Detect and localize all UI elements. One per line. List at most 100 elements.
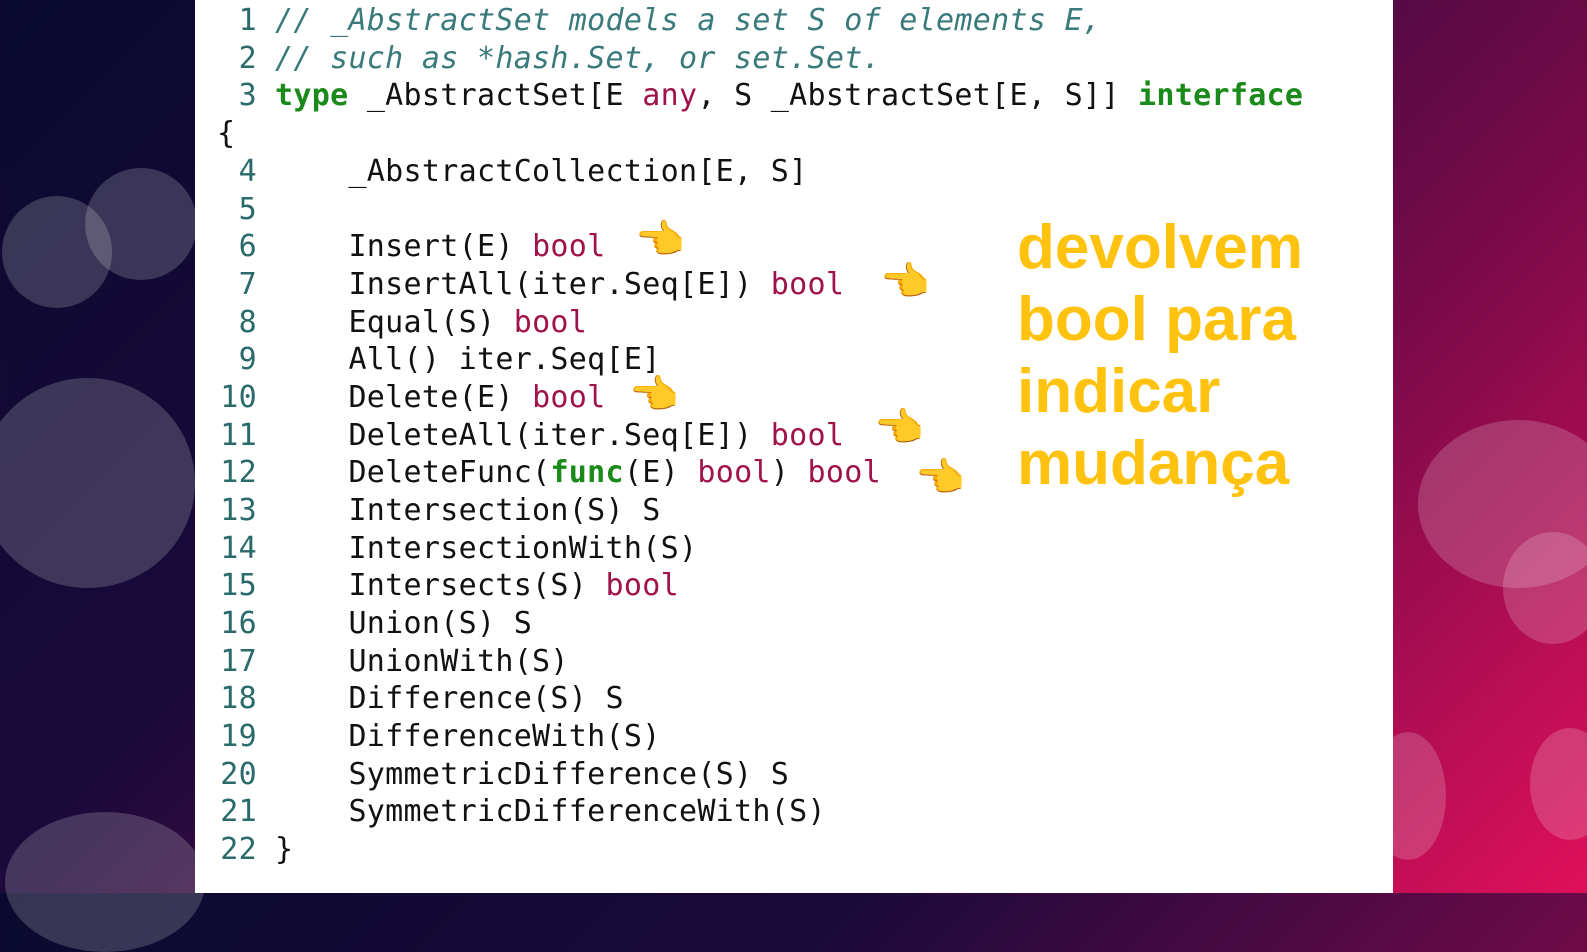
code-line: 10 Delete(E) bool	[217, 379, 606, 417]
type-bool: bool	[532, 229, 606, 264]
line-number: 18	[220, 681, 257, 716]
code-text: Difference(S) S	[275, 681, 624, 716]
callout-line: indicar	[1017, 357, 1221, 426]
line-number: 6	[238, 229, 257, 264]
line-number: 22	[220, 832, 257, 867]
keyword-interface: interface	[1138, 78, 1304, 113]
code-line: 22}	[217, 831, 293, 869]
line-number: 10	[220, 380, 257, 415]
background-bubble	[2, 196, 112, 308]
line-number: 20	[220, 757, 257, 792]
code-text: Intersection(S) S	[275, 493, 661, 528]
code-line: 4 _AbstractCollection[E, S]	[217, 153, 808, 191]
type-bool: bool	[770, 267, 845, 302]
code-text: _AbstractCollection[E, S]	[275, 154, 808, 189]
code-line: 2 // such as *hash.Set, or set.Set.	[217, 40, 881, 78]
code-comment: // _AbstractSet models a set S of elemen…	[275, 3, 1102, 38]
line-number: 9	[238, 342, 257, 377]
code-line: 16 Union(S) S	[217, 605, 532, 643]
code-text: _AbstractSet[E	[348, 78, 643, 113]
background-bubble	[0, 378, 195, 588]
line-number: 16	[220, 606, 257, 641]
type-bool: bool	[697, 455, 771, 490]
line-number: 13	[220, 493, 257, 528]
code-text: DeleteFunc(	[275, 455, 551, 490]
line-number: 12	[220, 455, 257, 490]
code-line: 17 UnionWith(S)	[217, 643, 569, 681]
code-line: 8 Equal(S) bool	[217, 304, 587, 342]
code-text: , S _AbstractSet[E, S]]	[697, 78, 1139, 113]
line-number: 14	[220, 531, 257, 566]
code-text: SymmetricDifference(S) S	[275, 757, 790, 792]
code-comment: // such as *hash.Set, or set.Set.	[275, 41, 881, 76]
code-line: 1 // _AbstractSet models a set S of eleme…	[217, 2, 1101, 40]
callout-line: bool para	[1017, 285, 1297, 354]
line-number: 21	[220, 794, 257, 829]
code-text: Insert(E)	[275, 229, 533, 264]
line-number: 2	[238, 41, 257, 76]
code-text: Delete(E)	[275, 380, 533, 415]
code-text: )	[770, 455, 808, 490]
code-line: 12 DeleteFunc(func(E) bool) bool	[217, 454, 881, 492]
line-number: 8	[238, 305, 257, 340]
background-bubble	[1503, 532, 1587, 644]
code-line: 18 Difference(S) S	[217, 680, 624, 718]
code-text: InsertAll(iter.Seq[E])	[275, 267, 771, 302]
background-bubble	[85, 168, 197, 280]
line-number: 4	[238, 154, 257, 189]
code-line: 7 InsertAll(iter.Seq[E]) bool	[217, 266, 844, 304]
pointing-hand-icon: 👈	[880, 259, 930, 305]
code-line: {	[159, 115, 235, 153]
code-text: Equal(S)	[275, 305, 514, 340]
type-any: any	[642, 78, 698, 113]
code-line: 14 IntersectionWith(S)	[217, 530, 697, 568]
line-number: 5	[238, 192, 257, 227]
code-line: 13 Intersection(S) S	[217, 492, 661, 530]
code-text: UnionWith(S)	[275, 644, 569, 679]
line-number: 11	[220, 418, 257, 453]
type-bool: bool	[532, 380, 606, 415]
code-line: 19 DifferenceWith(S)	[217, 718, 661, 756]
code-text: SymmetricDifferenceWith(S)	[275, 794, 826, 829]
type-bool: bool	[513, 305, 588, 340]
callout-line: mudança	[1017, 429, 1290, 498]
code-text: IntersectionWith(S)	[275, 531, 698, 566]
pointing-hand-icon: 👈	[629, 372, 679, 418]
line-number: 1	[238, 3, 257, 38]
type-bool: bool	[807, 455, 881, 490]
code-line: 6 Insert(E) bool	[217, 228, 606, 266]
pointing-hand-icon: 👈	[635, 217, 685, 263]
code-line: 9 All() iter.Seq[E]	[217, 341, 661, 379]
code-text: {	[217, 116, 236, 151]
code-text: (E)	[623, 455, 698, 490]
line-number: 19	[220, 719, 257, 754]
code-text: DifferenceWith(S)	[275, 719, 661, 754]
background-bubble	[1418, 420, 1587, 588]
code-text: DeleteAll(iter.Seq[E])	[275, 418, 771, 453]
callout-text: devolvem bool para indicar mudança	[1017, 212, 1377, 500]
pointing-hand-icon: 👈	[874, 405, 924, 451]
callout-line: devolvem	[1017, 213, 1304, 282]
code-line: 15 Intersects(S) bool	[217, 567, 679, 605]
line-number: 17	[220, 644, 257, 679]
code-line: 20 SymmetricDifference(S) S	[217, 756, 789, 794]
slide-panel: 1 // _AbstractSet models a set S of eleme…	[195, 0, 1393, 893]
type-bool: bool	[770, 418, 845, 453]
code-line: 11 DeleteAll(iter.Seq[E]) bool	[217, 417, 844, 455]
background-bubble	[1530, 728, 1587, 840]
keyword-type: type	[275, 78, 349, 113]
line-number: 3	[238, 78, 257, 113]
type-bool: bool	[605, 568, 679, 603]
line-number: 15	[220, 568, 257, 603]
code-line: 3 type _AbstractSet[E any, S _AbstractSet…	[217, 77, 1303, 115]
code-text: Intersects(S)	[275, 568, 606, 603]
pointing-hand-icon: 👈	[915, 455, 965, 501]
code-line: 5	[217, 191, 275, 229]
code-text: Union(S) S	[275, 606, 533, 641]
keyword-func: func	[550, 455, 624, 490]
background-bubble	[5, 812, 205, 952]
code-line: 21 SymmetricDifferenceWith(S)	[217, 793, 826, 831]
code-text: }	[275, 832, 294, 867]
line-number: 7	[238, 267, 257, 302]
code-text: All() iter.Seq[E]	[275, 342, 661, 377]
